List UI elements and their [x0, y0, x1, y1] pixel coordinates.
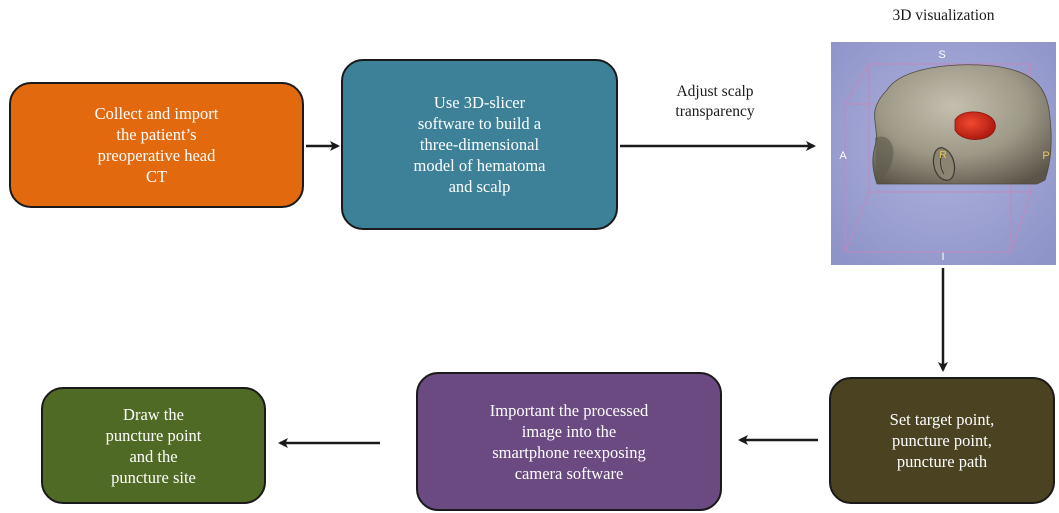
step-import-smartphone-text: Important the processed image into the s… [489, 400, 649, 483]
step-draw-puncture-text: Draw the puncture point and the puncture… [105, 404, 202, 487]
viz-ear [932, 147, 956, 181]
step-set-target: Set target point, puncture point, punctu… [829, 377, 1055, 504]
viz-bounding-box [844, 63, 1032, 253]
viz-ear-inner [940, 153, 945, 175]
viz-label-superior: S [938, 49, 945, 61]
step-import-smartphone: Important the processed image into the s… [416, 372, 722, 511]
viz-face-shadow [875, 136, 894, 182]
step-build-model-text: Use 3D-slicer software to build a three-… [413, 93, 546, 196]
viz-hematoma [954, 111, 996, 140]
visualization-title: 3D visualization [892, 7, 995, 24]
viz-label-anterior: A [839, 150, 847, 162]
step-collect-ct: Collect and import the patient’s preoper… [9, 82, 304, 208]
viz-label-inferior: I [941, 251, 944, 263]
viz-label-right: R [939, 150, 946, 161]
step-build-model: Use 3D-slicer software to build a three-… [341, 59, 618, 230]
step-draw-puncture: Draw the puncture point and the puncture… [41, 387, 266, 504]
step-set-target-text: Set target point, puncture point, punctu… [889, 410, 995, 471]
viz-label-posterior: P [1042, 150, 1049, 162]
adjust-transparency-label: Adjust scalp transparency [675, 83, 755, 120]
3d-visualization-image: S I A P R [831, 42, 1056, 265]
step-collect-ct-text: Collect and import the patient’s preoper… [94, 104, 219, 186]
